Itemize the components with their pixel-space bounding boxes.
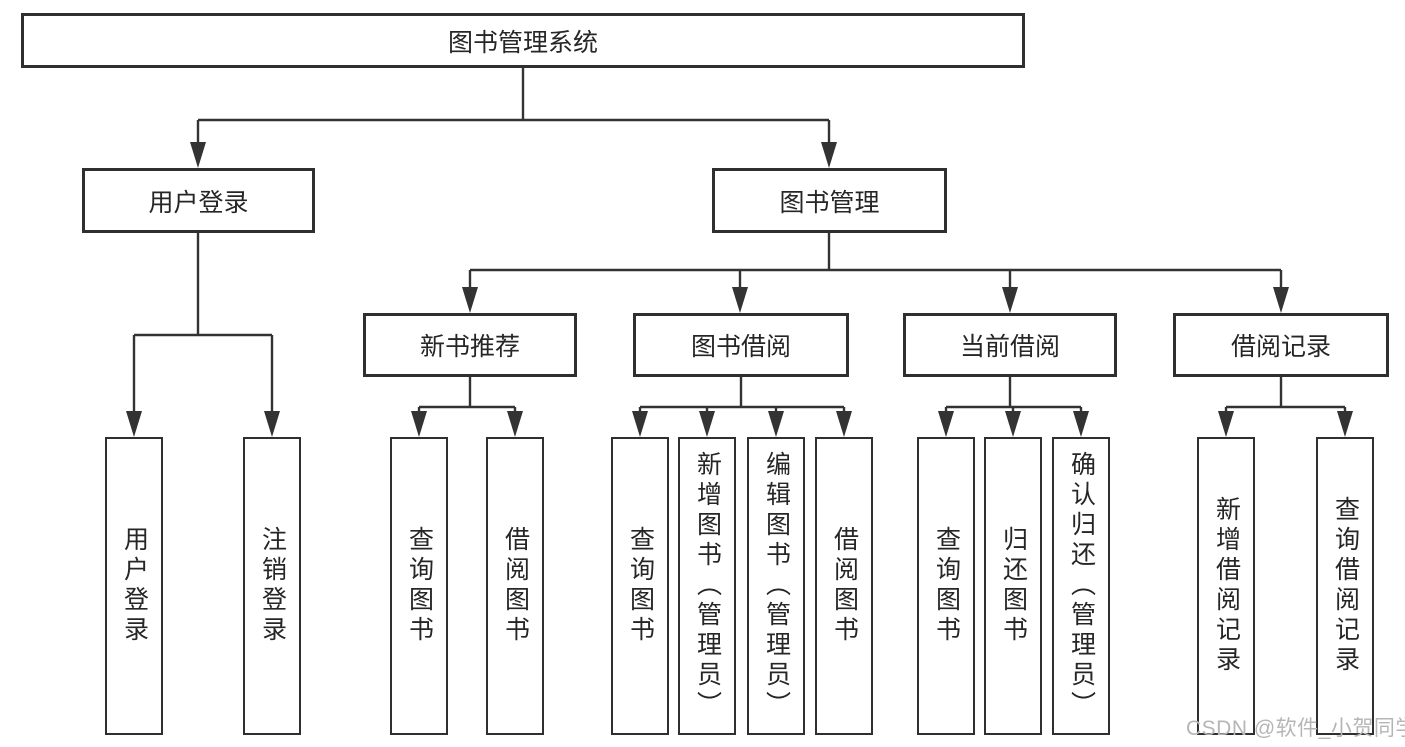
leaf-query-books-borrowing: 查询图书 (611, 437, 669, 735)
node-new-book-recommend-label: 新书推荐 (419, 333, 520, 361)
node-book-borrowing-label: 图书借阅 (690, 333, 791, 361)
node-book-borrowing: 图书借阅 (633, 313, 849, 377)
node-current-borrowing-label: 当前借阅 (959, 333, 1060, 361)
leaf-logout: 注销登录 (243, 437, 301, 735)
leaf-add-books-admin: 新增图书（管理员） (678, 437, 736, 735)
connector-root-to-level2 (190, 68, 837, 168)
leaf-borrow-books-recommend: 借阅图书 (486, 437, 544, 735)
node-root: 图书管理系统 (21, 13, 1025, 68)
csdn-watermark: CSDN @软件_小贺同学 (1186, 717, 1405, 740)
connector-borrowing-records-children (1218, 377, 1353, 437)
node-book-management: 图书管理 (712, 168, 947, 233)
connector-current-borrowing-children (938, 377, 1089, 437)
leaf-query-books-borrowing-label: 查询图书 (626, 526, 655, 646)
connector-user-login-children (126, 233, 280, 437)
leaf-return-books-label: 归还图书 (999, 526, 1028, 646)
node-user-login: 用户登录 (82, 168, 315, 233)
leaf-query-books-current-label: 查询图书 (932, 526, 961, 646)
leaf-add-borrow-record-label: 新增借阅记录 (1212, 496, 1241, 676)
node-borrowing-records: 借阅记录 (1173, 313, 1389, 377)
leaf-add-borrow-record: 新增借阅记录 (1197, 437, 1255, 735)
leaf-confirm-return-admin-label: 确认归还（管理员） (1067, 451, 1096, 721)
leaf-add-books-admin-label: 新增图书（管理员） (693, 451, 722, 721)
connector-book-management-children (462, 233, 1289, 313)
leaf-user-login: 用户登录 (105, 437, 163, 735)
leaf-edit-books-admin-label: 编辑图书（管理员） (762, 451, 791, 721)
leaf-borrow-books-borrowing: 借阅图书 (815, 437, 873, 735)
leaf-confirm-return-admin: 确认归还（管理员） (1052, 437, 1110, 735)
node-user-login-label: 用户登录 (148, 188, 249, 217)
leaf-return-books: 归还图书 (984, 437, 1042, 735)
leaf-query-borrow-record-label: 查询借阅记录 (1331, 496, 1360, 676)
leaf-edit-books-admin: 编辑图书（管理员） (747, 437, 805, 735)
node-new-book-recommend: 新书推荐 (363, 313, 577, 377)
node-current-borrowing: 当前借阅 (903, 313, 1117, 377)
leaf-borrow-books-recommend-label: 借阅图书 (501, 526, 530, 646)
leaf-query-borrow-record: 查询借阅记录 (1316, 437, 1374, 735)
leaf-query-books-recommend-label: 查询图书 (405, 526, 434, 646)
leaf-query-books-current: 查询图书 (917, 437, 975, 735)
node-borrowing-records-label: 借阅记录 (1230, 333, 1331, 361)
node-root-label: 图书管理系统 (447, 28, 598, 57)
connector-new-book-recommend-children (411, 377, 523, 437)
leaf-user-login-label: 用户登录 (120, 526, 149, 646)
connector-book-borrowing-children (632, 377, 852, 437)
node-book-management-label: 图书管理 (779, 188, 880, 217)
leaf-borrow-books-borrowing-label: 借阅图书 (830, 526, 859, 646)
leaf-query-books-recommend: 查询图书 (390, 437, 448, 735)
leaf-logout-label: 注销登录 (258, 526, 287, 646)
